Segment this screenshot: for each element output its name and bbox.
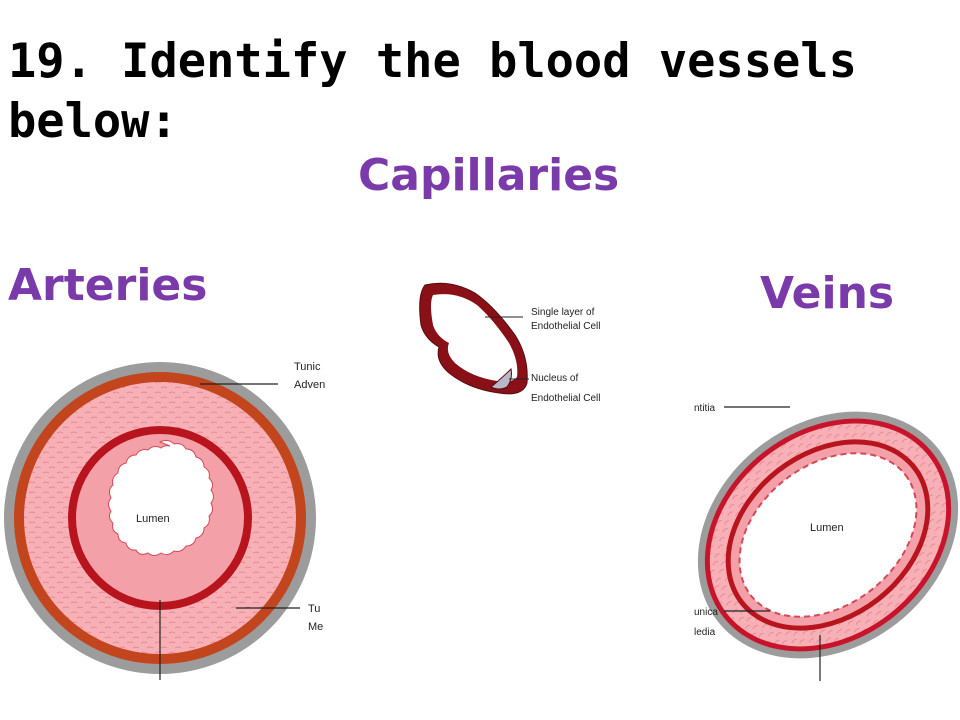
question-text: 19. Identify the blood vessels below:: [8, 34, 857, 149]
vein-lumen-label: Lumen: [810, 522, 844, 534]
artery-diagram: Lumen Tunic Adven Tu Me: [4, 361, 325, 680]
vein-lumen: [738, 452, 918, 618]
answer-capillaries: Capillaries: [358, 150, 620, 201]
capillary-lumen: [431, 294, 518, 382]
capillary-layer-label-1: Single layer of: [531, 307, 595, 318]
capillary-diagram: Single layer of Endothelial Cell Nucleus…: [419, 282, 601, 404]
artery-media-label-2: Me: [308, 621, 323, 633]
artery-media-label-1: Tu: [308, 603, 320, 615]
vein-outer-label: ntitia: [694, 403, 716, 414]
answer-arteries: Arteries: [8, 260, 208, 311]
artery-outer-label-1: Tunic: [294, 361, 321, 373]
capillary-nucleus-label-1: Nucleus of: [531, 373, 578, 384]
vein-media-label-1: unica: [694, 607, 718, 618]
artery-outer-label-2: Adven: [294, 379, 325, 391]
capillary-layer-label-2: Endothelial Cell: [531, 321, 601, 332]
capillary-nucleus-label-2: Endothelial Cell: [531, 393, 601, 404]
vein-diagram: Lumen ntitia unica ledia: [694, 403, 959, 681]
vein-media-label-2: ledia: [694, 627, 716, 638]
artery-lumen-label: Lumen: [136, 513, 170, 525]
artery-lumen: [108, 439, 214, 556]
answer-veins: Veins: [760, 268, 895, 319]
